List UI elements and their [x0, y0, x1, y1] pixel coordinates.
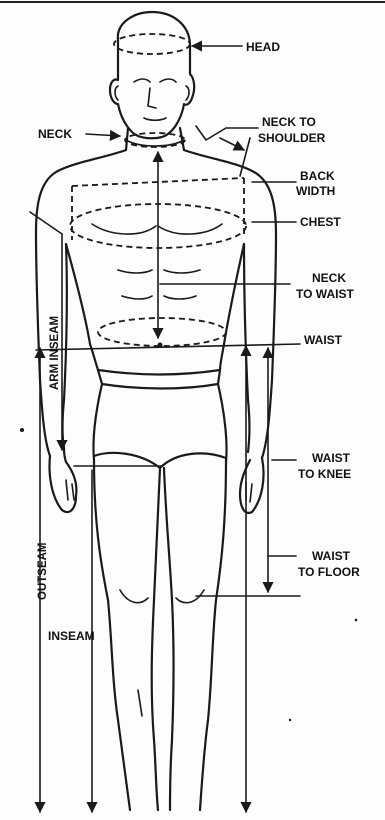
ear-right [186, 86, 189, 100]
label-waist-to-knee-1: WAIST [312, 451, 351, 465]
pec-left [92, 224, 156, 234]
label-waist-to-knee-2: TO KNEE [298, 467, 351, 481]
label-outseam: OUTSEAM [37, 543, 49, 601]
label-neck-to-shoulder-1: NECK TO [262, 115, 316, 129]
label-neck-to-shoulder-2: SHOULDER [258, 131, 326, 145]
label-waist-to-floor-2: TO FLOOR [298, 565, 360, 579]
label-neck-to-waist-2: TO WAIST [296, 287, 354, 301]
label-head: HEAD [246, 40, 280, 54]
waist-level-line [36, 344, 300, 350]
neck-leader [86, 134, 120, 136]
ear-left [115, 86, 118, 100]
label-waist-to-floor-1: WAIST [312, 549, 351, 563]
hip-left [93, 384, 102, 460]
abs-upper [118, 270, 200, 273]
mouth [144, 118, 166, 120]
left-arm-inner [63, 244, 67, 448]
head-circumference [114, 34, 190, 54]
nose [148, 88, 156, 108]
hip-right [218, 384, 227, 462]
left-shin-mark [138, 690, 142, 716]
left-hand [50, 448, 77, 512]
pec-right [158, 224, 222, 234]
torso-right [220, 244, 244, 370]
neck-circumference [125, 133, 185, 147]
brow-left [134, 79, 150, 82]
label-neck: NECK [38, 127, 72, 141]
speck [355, 619, 358, 622]
waist-circumference [98, 318, 226, 346]
label-neck-to-waist-1: NECK [312, 271, 346, 285]
label-inseam: INSEAM [48, 629, 95, 643]
right-fingers [246, 482, 252, 502]
left-leg-inner [152, 468, 160, 810]
label-arm-inseam: ARM INSEAM [49, 316, 61, 390]
neck-to-shoulder-leader [196, 126, 258, 140]
abs-mid [122, 296, 196, 299]
brow-right [160, 79, 176, 82]
waistband-top [98, 370, 220, 375]
left-fingers [66, 480, 74, 500]
label-back-width-2: WIDTH [296, 184, 335, 198]
label-back-width-1: BACK [300, 169, 335, 183]
speck [20, 428, 24, 432]
left-knee [120, 590, 148, 603]
right-leg-inner [164, 468, 174, 810]
right-shoulder-arm-outer [184, 150, 276, 458]
right-leg-outer [200, 460, 226, 810]
speck [289, 719, 291, 721]
label-chest: CHEST [300, 215, 341, 229]
neck-to-shoulder-arrow [220, 138, 244, 150]
neck-right [180, 128, 184, 150]
label-waist: WAIST [304, 333, 343, 347]
torso-left [66, 244, 98, 370]
measurement-guides [30, 34, 300, 812]
left-leg-outer [94, 460, 130, 810]
arm-inseam-tick [30, 212, 62, 234]
